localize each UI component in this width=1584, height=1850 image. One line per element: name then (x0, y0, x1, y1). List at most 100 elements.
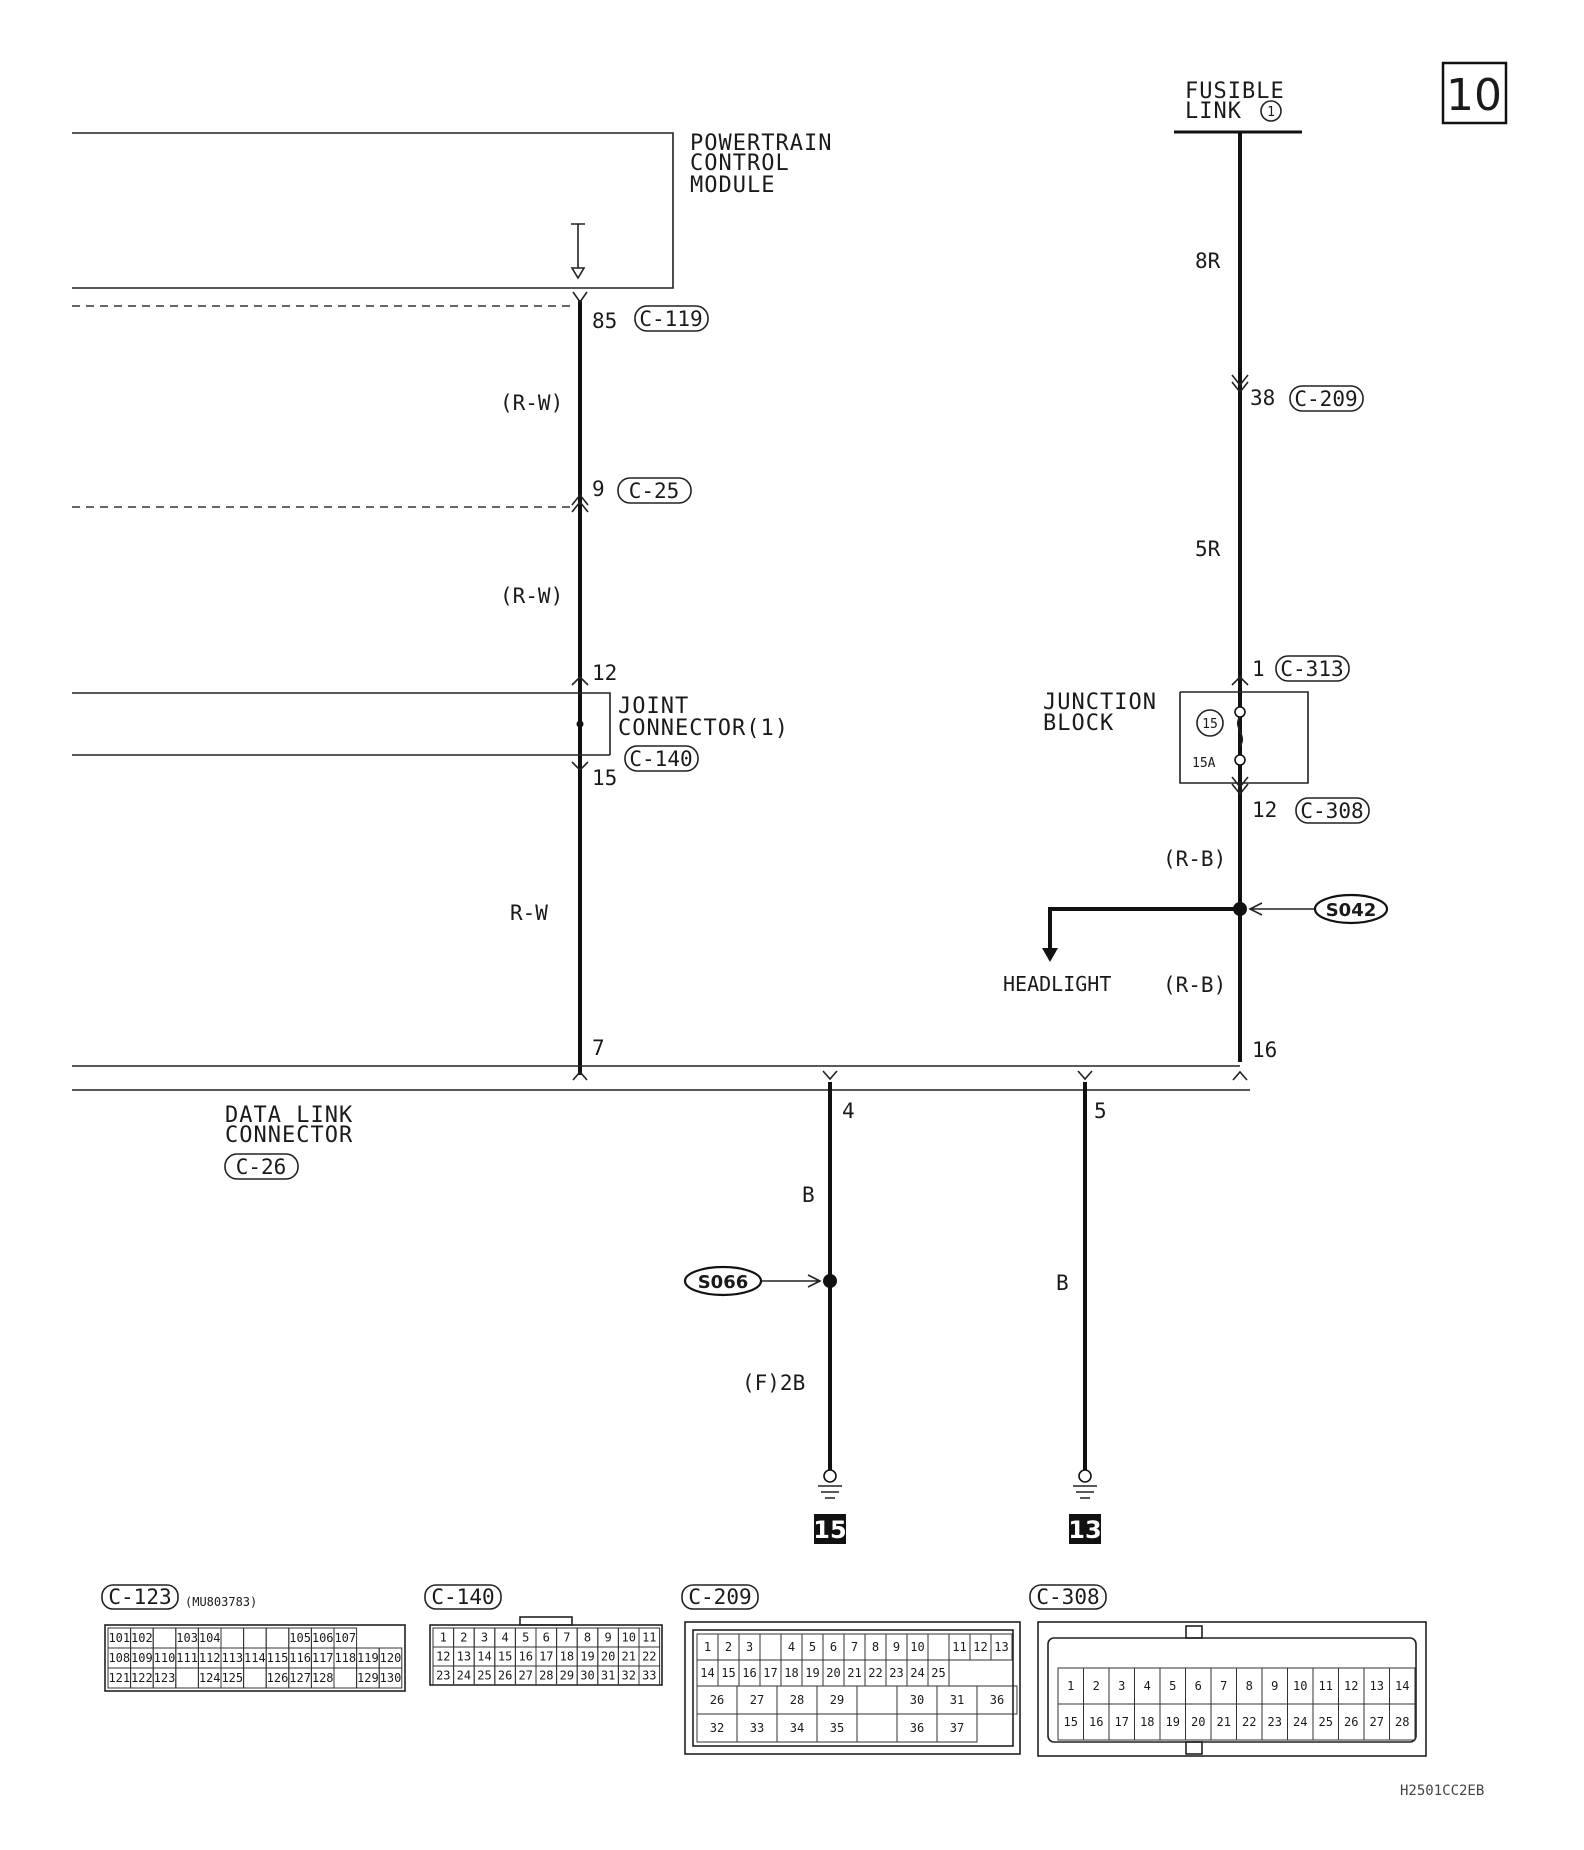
dlc-label-line2: CONNECTOR (225, 1123, 353, 1148)
wire-label-b-2: B (1056, 1271, 1069, 1295)
c123-pin-124: 124 (199, 1671, 221, 1685)
c308-pin-2: 2 (1093, 1679, 1100, 1693)
conn-c26: C-26 (236, 1155, 287, 1179)
pin-7-dlc: 7 (592, 1036, 605, 1060)
c209-pin-29: 29 (830, 1693, 844, 1707)
c308-pin-17: 17 (1115, 1715, 1129, 1729)
c140-cell (638, 1665, 661, 1686)
c308-pin-11: 11 (1319, 1679, 1333, 1693)
c308-pin-8: 8 (1246, 1679, 1253, 1693)
c209-pin-23: 23 (889, 1666, 903, 1680)
conn-c140-badge (624, 745, 699, 772)
conn-c26-badge (224, 1153, 299, 1180)
joint-connector: 12 JOINT CONNECTOR(1) C-140 15 (72, 661, 788, 790)
c123-pin-118: 118 (334, 1651, 356, 1665)
conn-c119: C-119 (639, 307, 702, 331)
c209-pin-33: 33 (750, 1721, 764, 1735)
c123-cell (243, 1667, 267, 1689)
joint-connector-line1: JOINT (618, 694, 689, 719)
c209-pin-10: 10 (910, 1640, 924, 1654)
c209-pin-37: 37 (950, 1721, 964, 1735)
c123-pin-104: 104 (199, 1631, 221, 1645)
c123-cell (243, 1627, 267, 1649)
ground-15: 15 (813, 1516, 846, 1544)
wire-label-rw-1: (R-W) (500, 391, 563, 415)
c123-pin-120: 120 (380, 1651, 402, 1665)
c123-pin-115: 115 (267, 1651, 289, 1665)
c140-pin-28: 28 (539, 1669, 553, 1683)
wire-headlight-branch (1048, 907, 1240, 952)
c308-pin-15: 15 (1064, 1715, 1078, 1729)
c308-pin-25: 25 (1319, 1715, 1333, 1729)
c308-pin-9: 9 (1271, 1679, 1278, 1693)
c123-pin-110: 110 (154, 1651, 176, 1665)
c140-pin-7: 7 (563, 1631, 570, 1645)
wire-label-b-1: B (802, 1183, 815, 1207)
c140-pin-10: 10 (621, 1631, 635, 1645)
c140-pin-15: 15 (498, 1650, 512, 1664)
c140-pin-13: 13 (457, 1650, 471, 1664)
c308-pin-10: 10 (1293, 1679, 1307, 1693)
pin-5-dlc: 5 (1094, 1099, 1107, 1123)
c140-pin-4: 4 (501, 1631, 508, 1645)
pin-85-terminal (572, 291, 588, 304)
conn-c209-badge (1289, 385, 1364, 412)
c209-pin-9: 9 (893, 1640, 900, 1654)
c308-pin-26: 26 (1344, 1715, 1358, 1729)
pin-85: 85 (592, 309, 617, 333)
c123-part-number: (MU803783) (185, 1595, 257, 1609)
c140-pin-32: 32 (621, 1669, 635, 1683)
c209-pin-31: 31 (950, 1693, 964, 1707)
conn-c119-badge (634, 305, 709, 332)
c308-pin-28: 28 (1395, 1715, 1409, 1729)
c209-pin-32: 32 (710, 1721, 724, 1735)
wire-label-f-2b: (F)2B (742, 1371, 805, 1395)
wire-label-8r: 8R (1195, 249, 1221, 273)
c308-label: C-308 (1036, 1585, 1099, 1609)
c308-pin-24: 24 (1293, 1715, 1307, 1729)
conn-c25: C-25 (629, 479, 680, 503)
junction-block-line2: BLOCK (1043, 711, 1114, 736)
pin-12-jb: 12 (1252, 798, 1277, 822)
c123-pin-121: 121 (108, 1671, 130, 1685)
c123-cell (175, 1667, 199, 1689)
c123-pin-128: 128 (312, 1671, 334, 1685)
fuse-number: 15 (1202, 717, 1218, 732)
pin-9: 9 (592, 477, 605, 501)
c308-pin-14: 14 (1395, 1679, 1409, 1693)
data-link-connector: 7 16 DATA LINK CONNECTOR C-26 (72, 1036, 1277, 1180)
c209-pin-36: 36 (990, 1693, 1004, 1707)
wire-label-rw-2: (R-W) (500, 584, 563, 608)
c140-pin-27: 27 (518, 1669, 532, 1683)
c308-pin-5: 5 (1169, 1679, 1176, 1693)
c140-pin-18: 18 (560, 1650, 574, 1664)
c308-cell (1389, 1703, 1416, 1741)
conn-c25-badge (617, 477, 692, 504)
conn-c308-badge (1295, 797, 1370, 824)
c209-pin-12: 12 (973, 1640, 987, 1654)
c140-pin-5: 5 (522, 1631, 529, 1645)
c209-pin-1: 1 (704, 1640, 711, 1654)
c123-pin-102: 102 (131, 1631, 153, 1645)
conn-c313-badge (1275, 655, 1350, 682)
c209-pin-30: 30 (910, 1693, 924, 1707)
c140-pin-22: 22 (642, 1650, 656, 1664)
c123-label: C-123 (108, 1585, 171, 1609)
c140-pin-33: 33 (642, 1669, 656, 1683)
c140-pin-14: 14 (477, 1650, 491, 1664)
pin-1-jb: 1 (1252, 657, 1265, 681)
junction-block-line1: JUNCTION (1043, 690, 1157, 715)
c209-cell (927, 1633, 950, 1661)
c123-cell (152, 1627, 177, 1649)
page-number-box: 10 (1441, 61, 1508, 125)
c308-pin-16: 16 (1089, 1715, 1103, 1729)
c123-pin-107: 107 (334, 1631, 356, 1645)
c140-pin-17: 17 (539, 1650, 553, 1664)
c140-pin-26: 26 (498, 1669, 512, 1683)
c209-pin-6: 6 (830, 1640, 837, 1654)
c123-pin-130: 130 (380, 1671, 402, 1685)
pin-16-dlc: 16 (1252, 1038, 1277, 1062)
c209-pin-11: 11 (952, 1640, 966, 1654)
